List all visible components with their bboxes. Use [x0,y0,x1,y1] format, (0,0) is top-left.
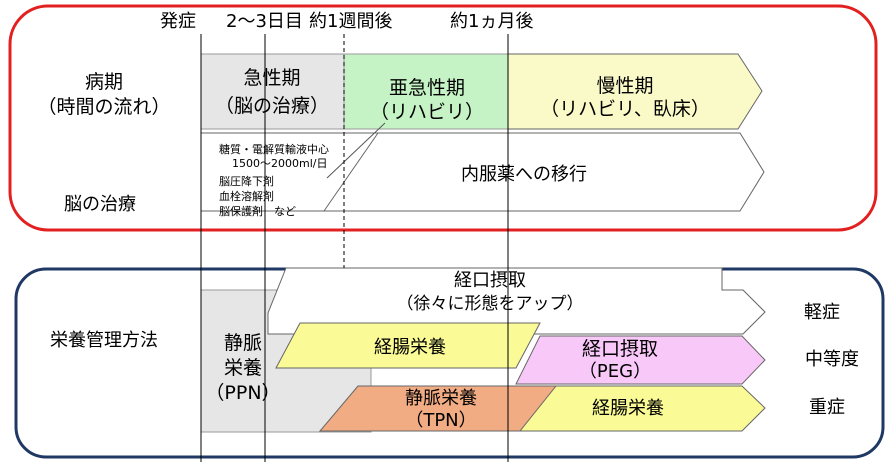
timeline-onset: 発症 [160,11,196,32]
ppn-line3: （PPN） [205,382,280,404]
severity-moderate: 中等度 [805,349,859,370]
period-label-line2: （時間の流れ） [37,96,170,118]
oral-intake-title: 経口摂取 [454,270,526,291]
timeline-1-week: 約1週間後 [309,11,392,32]
enteral-mid-label: 経腸栄養 [374,337,446,358]
timeline-1-month: 約1ヵ月後 [450,11,533,32]
peg-title: 経口摂取 [582,338,658,360]
ppn-line2: 栄養 [224,357,262,379]
treatment-note: 脳保護剤 など [219,204,296,218]
ppn-line1: 静脈 [224,332,262,354]
subacute-subtitle: （リハビリ） [370,101,484,123]
period-label-line1: 病期 [85,71,123,93]
enteral-mid-shape [275,322,541,369]
subacute-stage-box [343,53,509,130]
top-section-frame [8,4,878,232]
chronic-subtitle: （リハビリ、臥床） [540,98,710,120]
acute-title: 急性期 [243,67,300,89]
enteral-bottom-label: 経腸栄養 [592,398,664,419]
tpn-title: 静脈栄養 [405,388,477,409]
callout-line [326,122,386,179]
chronic-title: 慢性期 [596,75,653,97]
oral-transition-label: 内服薬への移行 [461,164,587,185]
oral-intake-arrow [267,267,766,335]
treatment-note: 血栓溶解剤 [219,189,274,203]
acute-stage-box [200,53,345,130]
subacute-title: 亜急性期 [389,77,465,99]
peg-subtitle: （PEG） [579,361,651,382]
tpn-subtitle: （TPN） [405,410,476,431]
tpn-shape [318,385,558,432]
treatment-notes: 糖質・電解質輸液中心 1500～2000ml/日 脳圧降下剤 血栓溶解剤 脳保護… [219,142,329,218]
treatment-label: 脳の治療 [64,194,136,215]
severity-mild: 軽症 [804,302,840,323]
severity-severe: 重症 [809,397,845,418]
oral-intake-subtitle: （徐々に形態をアップ） [397,294,584,314]
treatment-divider [323,132,379,212]
peg-arrow [515,335,766,385]
treatment-note: 糖質・電解質輸液中心 [219,142,329,156]
timeline-2-3-days: 2～3日目 [226,11,303,32]
nutrition-method-label: 栄養管理方法 [50,330,158,351]
treatment-note: 1500～2000ml/日 [232,157,327,170]
acute-subtitle: （脳の治療） [215,95,329,117]
treatment-note: 脳圧降下剤 [219,174,274,188]
